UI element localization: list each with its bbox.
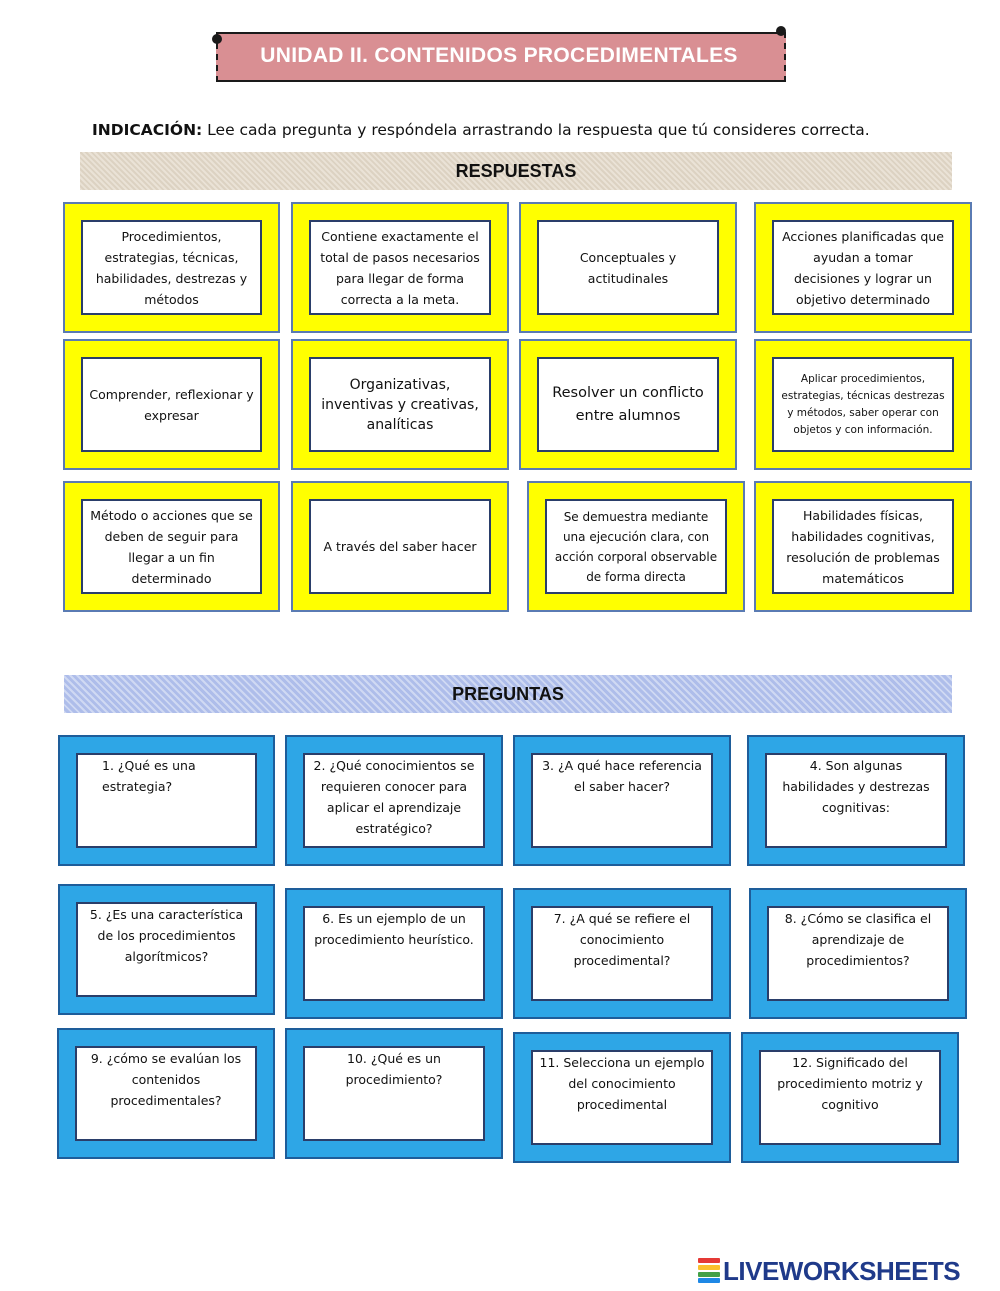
question-text: 1. ¿Qué es una estrategia?	[76, 753, 257, 848]
answer-text: Habilidades físicas, habilidades cogniti…	[772, 499, 954, 594]
logo-stripe	[698, 1271, 720, 1277]
answer-card-4[interactable]: Acciones planificadas que ayudan a tomar…	[754, 202, 972, 333]
question-card-10[interactable]: 10. ¿Qué es un procedimiento?	[285, 1028, 503, 1159]
question-text: 5. ¿Es una característica de los procedi…	[76, 902, 257, 997]
answer-card-1[interactable]: Procedimientos, estrategias, técnicas, h…	[63, 202, 280, 333]
instruction-label: INDICACIÓN:	[92, 121, 203, 139]
question-card-5[interactable]: 5. ¿Es una característica de los procedi…	[58, 884, 275, 1015]
answer-text: Resolver un conflicto entre alumnos	[537, 357, 719, 452]
logo-stripe	[698, 1278, 720, 1284]
question-text: 9. ¿cómo se evalúan los contenidos proce…	[75, 1046, 257, 1141]
liveworksheets-logo: LIVEWORKSHEETS	[698, 1255, 961, 1286]
instruction-text: Lee cada pregunta y respóndela arrastran…	[207, 121, 870, 139]
question-card-6[interactable]: 6. Es un ejemplo de un procedimiento heu…	[285, 888, 503, 1019]
logo-stripe	[698, 1258, 720, 1263]
question-card-2[interactable]: 2. ¿Qué conocimientos se requieren conoc…	[285, 735, 503, 866]
question-card-4[interactable]: 4. Son algunas habilidades y destrezas c…	[747, 735, 965, 866]
answer-card-3[interactable]: Conceptuales y actitudinales	[519, 202, 737, 333]
instruction-line: INDICACIÓN: Lee cada pregunta y respónde…	[92, 121, 952, 139]
answer-text: Aplicar procedimientos, estrategias, téc…	[772, 357, 954, 452]
answer-card-10[interactable]: A través del saber hacer	[291, 481, 509, 612]
question-text: 2. ¿Qué conocimientos se requieren conoc…	[303, 753, 485, 848]
page-title: UNIDAD II. CONTENIDOS PROCEDIMENTALES	[260, 44, 738, 67]
question-card-9[interactable]: 9. ¿cómo se evalúan los contenidos proce…	[57, 1028, 275, 1159]
question-card-8[interactable]: 8. ¿Cómo se clasifica el aprendizaje de …	[749, 888, 967, 1019]
logo-mark-icon	[698, 1258, 720, 1284]
question-card-12[interactable]: 12. Significado del procedimiento motriz…	[741, 1032, 959, 1163]
title-banner: UNIDAD II. CONTENIDOS PROCEDIMENTALES	[210, 26, 788, 84]
logo-stripe	[698, 1264, 720, 1270]
banner-scroll	[216, 32, 786, 82]
logo-text: LIVEWORKSHEETS	[723, 1255, 961, 1286]
answer-text: Se demuestra mediante una ejecución clar…	[545, 499, 727, 594]
answer-card-6[interactable]: Organizativas, inventivas y creativas, a…	[291, 339, 509, 470]
scroll-curl-left	[212, 34, 222, 44]
question-text: 6. Es un ejemplo de un procedimiento heu…	[303, 906, 485, 1001]
question-text: 3. ¿A qué hace referencia el saber hacer…	[531, 753, 713, 848]
question-card-11[interactable]: 11. Selecciona un ejemplo del conocimien…	[513, 1032, 731, 1163]
answer-text: A través del saber hacer	[309, 499, 491, 594]
answer-card-2[interactable]: Contiene exactamente el total de pasos n…	[291, 202, 509, 333]
answer-text: Conceptuales y actitudinales	[537, 220, 719, 315]
answer-text: Procedimientos, estrategias, técnicas, h…	[81, 220, 262, 315]
answer-text: Comprender, reflexionar y expresar	[81, 357, 262, 452]
question-text: 11. Selecciona un ejemplo del conocimien…	[531, 1050, 713, 1145]
answer-card-7[interactable]: Resolver un conflicto entre alumnos	[519, 339, 737, 470]
question-card-1[interactable]: 1. ¿Qué es una estrategia?	[58, 735, 275, 866]
questions-heading: PREGUNTAS	[64, 675, 952, 713]
question-text: 7. ¿A qué se refiere el conocimiento pro…	[531, 906, 713, 1001]
answers-heading: RESPUESTAS	[80, 152, 952, 190]
answer-text: Organizativas, inventivas y creativas, a…	[309, 357, 491, 452]
answer-card-9[interactable]: Método o acciones que se deben de seguir…	[63, 481, 280, 612]
question-text: 10. ¿Qué es un procedimiento?	[303, 1046, 485, 1141]
question-card-3[interactable]: 3. ¿A qué hace referencia el saber hacer…	[513, 735, 731, 866]
answer-text: Contiene exactamente el total de pasos n…	[309, 220, 491, 315]
question-card-7[interactable]: 7. ¿A qué se refiere el conocimiento pro…	[513, 888, 731, 1019]
question-text: 8. ¿Cómo se clasifica el aprendizaje de …	[767, 906, 949, 1001]
answer-card-11[interactable]: Se demuestra mediante una ejecución clar…	[527, 481, 745, 612]
answer-card-5[interactable]: Comprender, reflexionar y expresar	[63, 339, 280, 470]
scroll-curl-right	[776, 26, 786, 36]
question-text: 12. Significado del procedimiento motriz…	[759, 1050, 941, 1145]
question-text: 4. Son algunas habilidades y destrezas c…	[765, 753, 947, 848]
answer-text: Método o acciones que se deben de seguir…	[81, 499, 262, 594]
answer-card-12[interactable]: Habilidades físicas, habilidades cogniti…	[754, 481, 972, 612]
answer-card-8[interactable]: Aplicar procedimientos, estrategias, téc…	[754, 339, 972, 470]
answer-text: Acciones planificadas que ayudan a tomar…	[772, 220, 954, 315]
